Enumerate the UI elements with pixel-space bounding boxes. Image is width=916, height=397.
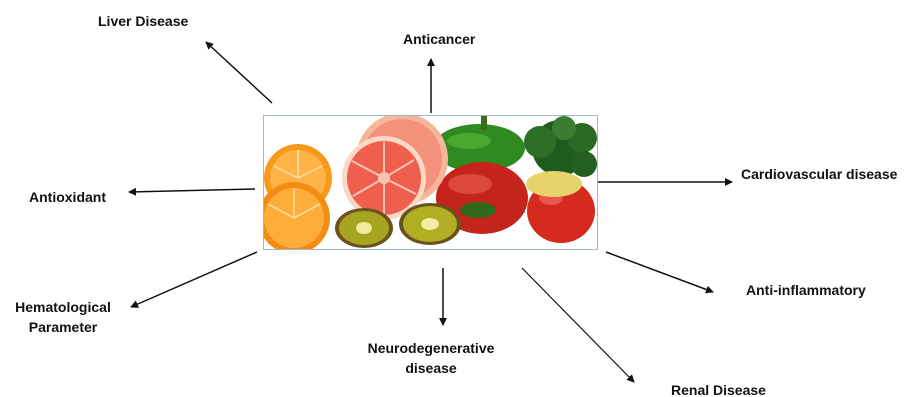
arrow-liver-disease	[206, 42, 272, 103]
yellow-pepper-graphic	[526, 171, 582, 197]
arrow-antioxidant	[129, 189, 255, 192]
label-antioxidant: Antioxidant	[29, 187, 106, 207]
label-anticancer: Anticancer	[403, 29, 475, 49]
orange-graphic	[264, 144, 332, 249]
label-neuro-line1: Neurodegenerative	[352, 338, 510, 358]
label-liver-disease: Liver Disease	[98, 11, 188, 31]
label-hematological-line1: Hematological	[6, 297, 120, 317]
arrow-hematological	[131, 252, 257, 307]
label-hematological-line2: Parameter	[6, 317, 120, 337]
arrow-renal-disease	[522, 268, 634, 382]
arrow-anti-inflammatory	[606, 252, 713, 292]
label-neuro-line2: disease	[352, 358, 510, 378]
label-cardiovascular-disease: Cardiovascular disease	[741, 164, 897, 184]
label-hematological-parameter: Hematological Parameter	[6, 297, 120, 337]
label-neurodegenerative-disease: Neurodegenerative disease	[352, 338, 510, 378]
label-renal-disease: Renal Disease	[671, 380, 766, 397]
fruits-vegetables-photo	[263, 115, 598, 250]
label-anti-inflammatory: Anti-inflammatory	[746, 280, 866, 300]
